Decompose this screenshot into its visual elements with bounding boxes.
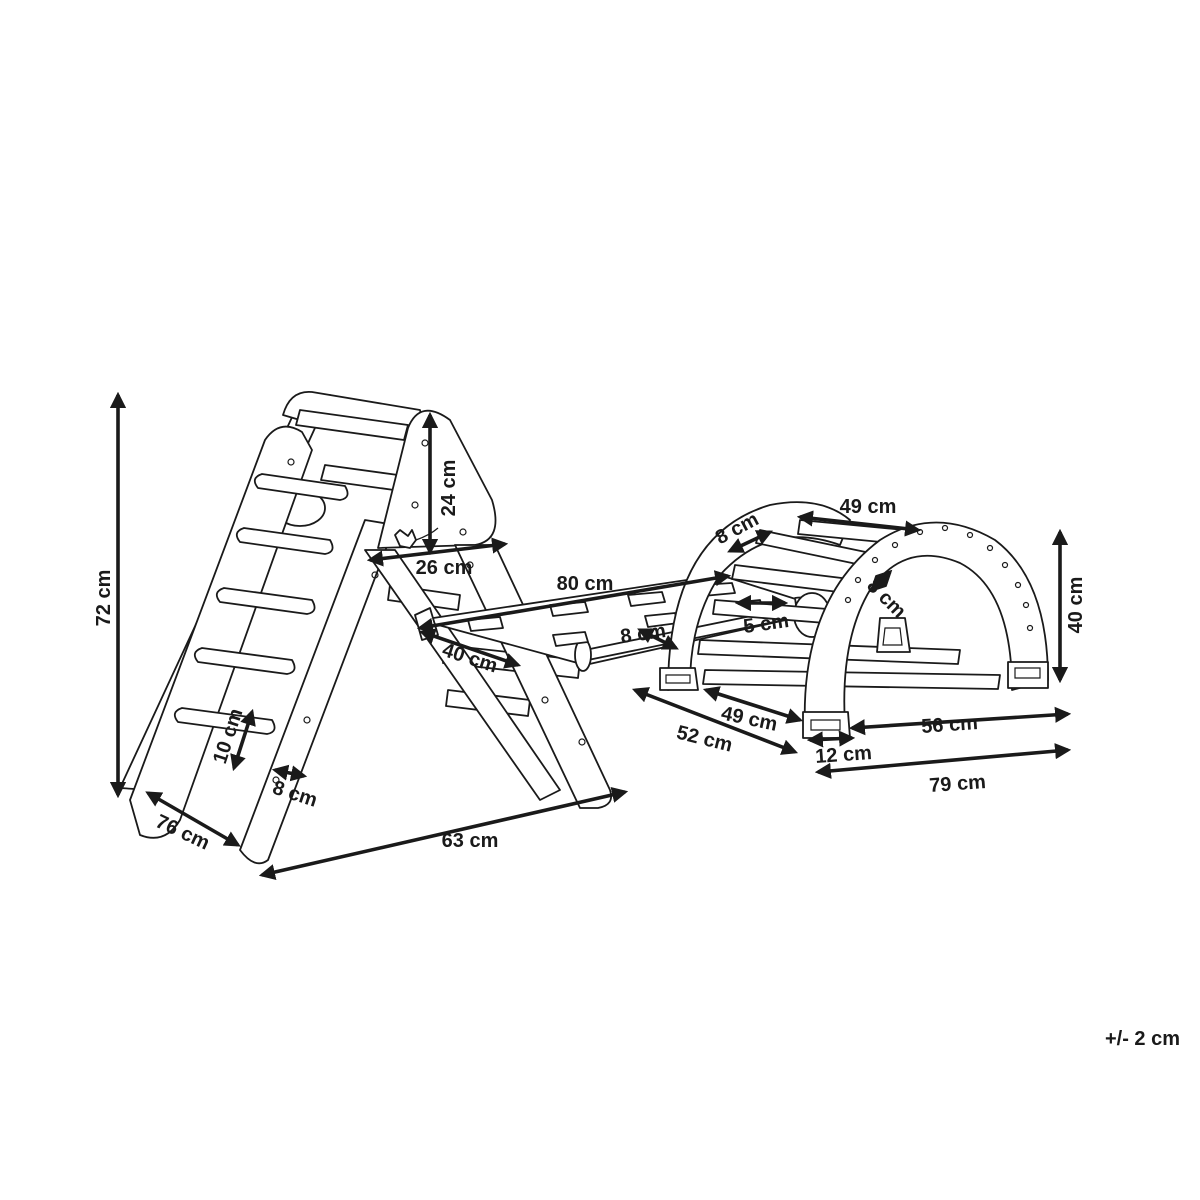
label-triangle-depth: 76 cm [152, 811, 213, 855]
dim-arrow-side-thickness [271, 764, 308, 782]
label-arch-foot: 12 cm [815, 742, 873, 768]
label-arch-side-thickness: 8 cm [862, 575, 910, 623]
dim-arrow-triangle-depth [145, 791, 241, 847]
climbing-arch [659, 501, 1049, 739]
label-arch-span: 56 cm [921, 712, 979, 738]
label-arch-height: 40 cm [1065, 577, 1087, 634]
triangle-front-rungs [173, 473, 349, 735]
dim-arrow-board-length [416, 570, 732, 634]
arch-front-foot-right [1007, 661, 1049, 689]
dim-arrow-hold-length [637, 628, 679, 650]
dim-arrow-board-width [418, 628, 522, 669]
label-triangle-height: 72 cm [93, 570, 115, 627]
label-triangle-apex-width: 26 cm [416, 557, 473, 579]
label-arch-inner-width: 49 cm [719, 702, 779, 735]
dim-arrow-arch-span [848, 706, 1072, 736]
tolerance-note: +/- 2 cm [1105, 1028, 1180, 1050]
label-triangle-width: 63 cm [442, 830, 499, 852]
dim-arrow-triangle-width [258, 786, 629, 881]
dim-arrow-apex-width [366, 537, 509, 567]
label-arch-width: 49 cm [840, 496, 897, 518]
dimension-arrows [109, 391, 1072, 881]
arch-holes [844, 524, 1034, 632]
dim-arrow-arch-length [814, 743, 1072, 779]
dim-arrow-arch-foot [806, 730, 856, 748]
arch-front-foot-left [802, 711, 851, 739]
label-board-length: 80 cm [557, 573, 614, 595]
dim-arrow-arch-depth [631, 687, 799, 755]
label-triangle-apex-height: 24 cm [438, 460, 460, 517]
label-arch-length: 79 cm [929, 771, 987, 797]
dim-arrow-arch-rung-spacing [727, 530, 773, 553]
dim-arrow-arch-side-thickness [869, 569, 893, 593]
dim-arrow-arch-width [796, 510, 922, 537]
arch-handle [876, 617, 911, 653]
dim-arrow-rung-spacing [230, 708, 256, 772]
